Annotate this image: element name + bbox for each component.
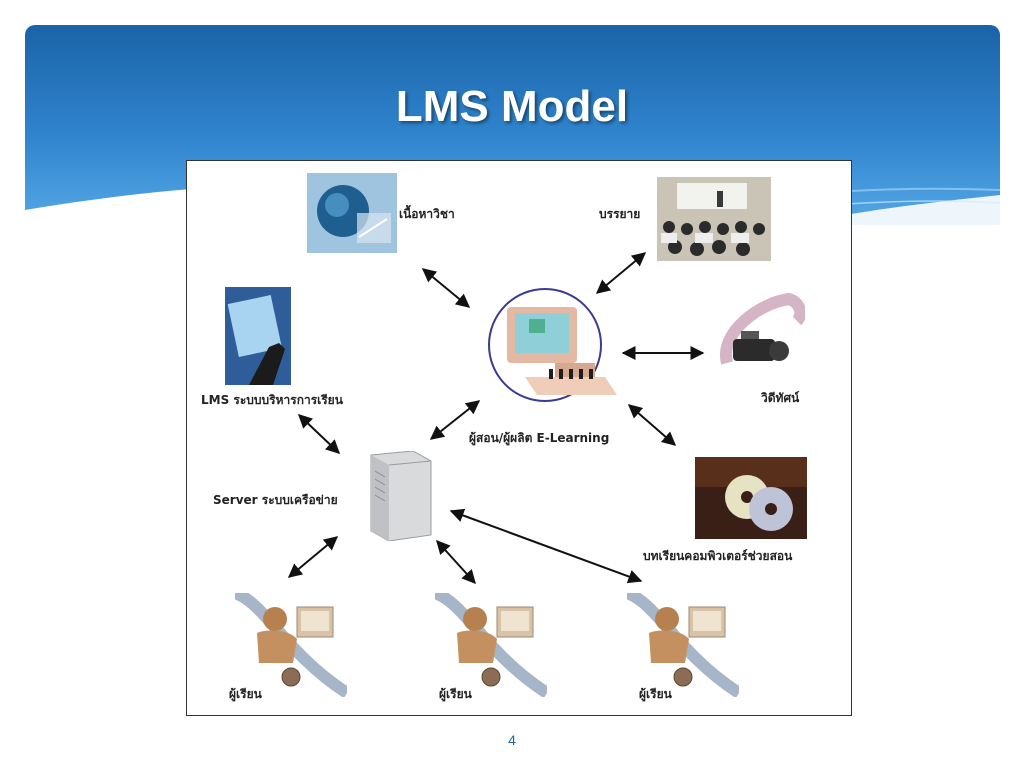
learner-2-workstation-icon xyxy=(435,593,547,697)
producer-computer-icon xyxy=(488,288,617,402)
label-producer: ผู้สอน/ผู้ผลิต E-Learning xyxy=(469,431,610,445)
arrow-cai-producer xyxy=(627,404,677,446)
label-lecture: บรรยาย xyxy=(599,207,641,221)
label-learner-3: ผู้เรียน xyxy=(639,687,672,701)
label-learner-1: ผู้เรียน xyxy=(229,687,262,701)
label-lms: LMS ระบบบริหารการเรียน xyxy=(201,393,343,407)
lms-model-diagram: เนื้อหาวิชา บรรยาย LMS ระบบบริหารการเรีย… xyxy=(186,160,852,716)
arrow-lms-server xyxy=(297,414,341,454)
label-cai: บทเรียนคอมพิวเตอร์ช่วยสอน xyxy=(643,549,793,563)
arrow-content-producer xyxy=(421,268,471,308)
video-camera-icon xyxy=(720,293,805,365)
arrow-server-producer xyxy=(429,400,481,440)
content-globe-icon xyxy=(307,173,397,253)
label-content: เนื้อหาวิชา xyxy=(399,207,455,221)
label-learner-2: ผู้เรียน xyxy=(439,687,472,701)
slide-title: LMS Model xyxy=(395,82,629,131)
label-server: Server ระบบเครือข่าย xyxy=(213,493,338,507)
lms-touchscreen-icon xyxy=(225,287,291,385)
arrow-server-learner2 xyxy=(436,539,476,585)
label-video: วิดีทัศน์ xyxy=(761,391,800,405)
lecture-classroom-icon xyxy=(657,177,771,261)
slide-page-number: 4 xyxy=(508,732,516,748)
connection-arrows xyxy=(287,252,705,585)
learner-1-workstation-icon xyxy=(235,593,347,697)
server-tower-icon xyxy=(370,451,432,541)
arrow-lecture-producer xyxy=(595,252,647,294)
cai-disc-icon xyxy=(695,457,807,539)
arrow-server-learner3 xyxy=(449,508,643,584)
arrow-server-learner1 xyxy=(287,536,339,578)
learner-3-workstation-icon xyxy=(627,593,739,697)
